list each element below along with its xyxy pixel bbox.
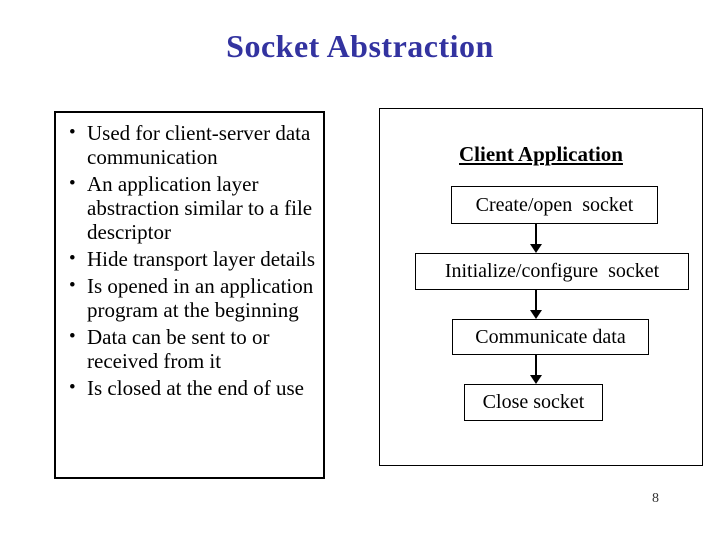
arrow-line <box>535 354 537 375</box>
flow-step-create-open-socket: Create/open socket <box>451 186 658 224</box>
bullet-marker-icon: • <box>69 122 76 143</box>
arrow-down-icon <box>530 244 542 253</box>
bullet-item-text: An application layer abstraction similar… <box>87 172 313 244</box>
bullet-item: • An application layer abstraction simil… <box>69 172 319 244</box>
bullet-item: • Hide transport layer details <box>69 247 319 271</box>
bullet-item-text: Data can be sent to or received from it <box>87 325 270 373</box>
bullet-item-text: Is opened in an application program at t… <box>87 274 314 322</box>
arrow-down-icon <box>530 375 542 384</box>
bullet-item: • Is closed at the end of use <box>69 376 319 400</box>
bullet-item-text: Is closed at the end of use <box>87 376 304 400</box>
arrow-line <box>535 223 537 244</box>
bullet-marker-icon: • <box>69 248 76 269</box>
bullet-item: • Used for client-server data communicat… <box>69 121 319 169</box>
slide-title: Socket Abstraction <box>226 28 494 64</box>
arrow-line <box>535 289 537 310</box>
client-flow-diagram-panel: Client Application Create/open socket In… <box>379 108 703 466</box>
bullet-item-text: Hide transport layer details <box>87 247 316 271</box>
bullet-marker-icon: • <box>69 275 76 296</box>
flow-step-close-socket: Close socket <box>464 384 603 421</box>
bullet-item: • Data can be sent to or received from i… <box>69 325 319 373</box>
page-number: 8 <box>652 491 659 506</box>
arrow-down-icon <box>530 310 542 319</box>
bullet-item-text: Used for client-server data communicatio… <box>87 121 311 169</box>
bullet-marker-icon: • <box>69 173 76 194</box>
bullet-list-panel: • Used for client-server data communicat… <box>54 111 325 479</box>
bullet-marker-icon: • <box>69 326 76 347</box>
bullet-marker-icon: • <box>69 377 76 398</box>
flow-arrow-down <box>530 289 542 319</box>
flow-step-initialize-configure-socket: Initialize/configure socket <box>415 253 689 290</box>
flow-step-communicate-data: Communicate data <box>452 319 649 355</box>
flow-arrow-down <box>530 223 542 253</box>
flow-arrow-down <box>530 354 542 384</box>
diagram-heading: Client Application <box>459 142 623 166</box>
bullet-item: • Is opened in an application program at… <box>69 274 319 322</box>
bullet-list: • Used for client-server data communicat… <box>56 113 323 400</box>
